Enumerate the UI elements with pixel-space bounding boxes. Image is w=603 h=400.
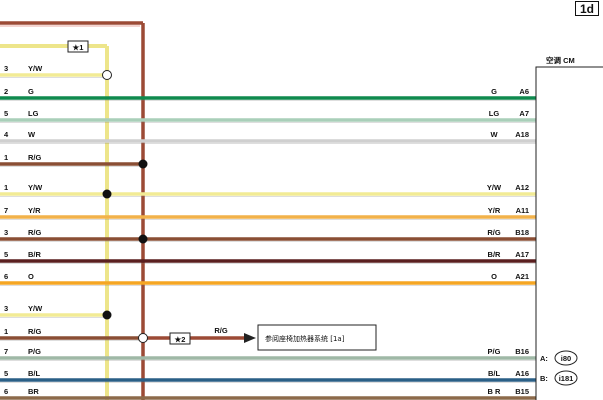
wire-color-left: Y/R (28, 206, 41, 215)
wire-pin-right: A6 (519, 87, 529, 96)
wire-pin-left: 7 (4, 206, 8, 215)
wire-color-left: R/G (28, 153, 42, 162)
connector-oval (554, 370, 578, 386)
wire-color-right: R/G (487, 228, 501, 237)
wire-color-right: W (490, 130, 498, 139)
wire-pin-right: B15 (515, 387, 529, 396)
wire-pin-left: 5 (4, 369, 8, 378)
wire-pin-right: B16 (515, 347, 529, 356)
wire-color-left: B/R (28, 250, 42, 259)
wire-color-left: P/G (28, 347, 41, 356)
splice-dot (102, 310, 112, 320)
connector-oval (554, 350, 578, 366)
wire-color-right: G (491, 87, 497, 96)
wire-pin-right: A17 (515, 250, 529, 259)
reference-arrow (244, 333, 256, 343)
wire-pin-left: 3 (4, 228, 8, 237)
wire-pin-left: 4 (4, 130, 9, 139)
wire-color-right: B/R (488, 250, 502, 259)
reference-box (257, 324, 377, 351)
wire-pin-right: A16 (515, 369, 529, 378)
wire-pin-left: 6 (4, 272, 8, 281)
connector-key: B: (540, 374, 548, 383)
wire-pin-left: 6 (4, 387, 8, 396)
wire-pin-left: 1 (4, 327, 8, 336)
wire-color-left: R/G (28, 327, 42, 336)
wire-color-left: BR (28, 387, 39, 396)
splice-dot (138, 159, 148, 169)
wire-pin-right: B18 (515, 228, 529, 237)
wire-color-right: Y/W (487, 183, 502, 192)
wire-pin-left: 2 (4, 87, 8, 96)
wire-pin-right: A21 (515, 272, 529, 281)
wire-color-left: LG (28, 109, 39, 118)
wire-color-left: O (28, 272, 34, 281)
splice-dot (102, 189, 112, 199)
note-star2-box (169, 332, 191, 345)
wire-color-left: G (28, 87, 34, 96)
reference-wire-color: R/G (214, 326, 228, 335)
note-star1-box (67, 40, 89, 53)
wire-color-right: B R (488, 387, 502, 396)
wire-color-left: B/L (28, 369, 41, 378)
note-star2: ★2 (175, 335, 186, 344)
wire-color-right: Y/R (488, 206, 501, 215)
wire-pin-left: 7 (4, 347, 8, 356)
wire-pin-right: A18 (515, 130, 529, 139)
page-id-badge: 1d (575, 1, 599, 16)
wire-color-right: P/G (488, 347, 501, 356)
wire-pin-left: 3 (4, 304, 8, 313)
wire-pin-left: 1 (4, 153, 8, 162)
splice-dot (138, 234, 148, 244)
note-star1: ★1 (73, 43, 84, 52)
wire-color-right: O (491, 272, 497, 281)
open-junction (138, 333, 148, 343)
wire-color-left: Y/W (28, 304, 43, 313)
connector-code: i181 (559, 374, 574, 383)
cm-label: 空调 CM (546, 55, 575, 65)
wire-pin-left: 5 (4, 109, 8, 118)
connector-key: A: (540, 354, 548, 363)
wire-color-left: R/G (28, 228, 42, 237)
wire-pin-right: A7 (519, 109, 529, 118)
wire-pin-left: 3 (4, 64, 8, 73)
wire-pin-left: 5 (4, 250, 8, 259)
wire-color-left: Y/W (28, 64, 43, 73)
wire-color-left: Y/W (28, 183, 43, 192)
wire-color-right: LG (489, 109, 500, 118)
open-junction (102, 70, 112, 80)
reference-text: 参阅座椅加热器系统 [1a] (265, 334, 345, 343)
cm-box (535, 66, 603, 400)
wire-pin-right: A11 (516, 206, 529, 215)
wire-color-left: W (28, 130, 36, 139)
wire-color-right: B/L (488, 369, 501, 378)
wire-pin-right: A12 (515, 183, 529, 192)
wire-pin-left: 1 (4, 183, 8, 192)
connector-code: i80 (561, 354, 571, 363)
